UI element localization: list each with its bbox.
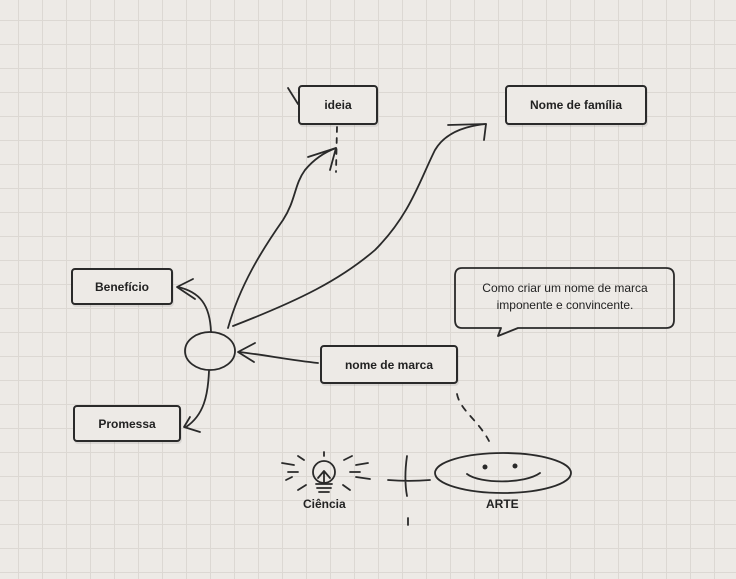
- node-nome-de-marca[interactable]: nome de marca: [320, 345, 458, 384]
- connector-to-promessa: [185, 370, 210, 428]
- node-promessa[interactable]: Promessa: [73, 405, 181, 442]
- arrowhead-promessa: [183, 416, 201, 433]
- node-nome-de-familia[interactable]: Nome de família: [505, 85, 647, 125]
- arrowhead-nome-de-marca: [237, 342, 256, 363]
- node-ideia-label: ideia: [324, 98, 352, 112]
- node-nome-de-marca-label: nome de marca: [344, 357, 434, 372]
- connector-to-beneficio: [177, 286, 212, 333]
- arrowhead-nome-de-familia: [447, 123, 487, 141]
- connector-to-nome-de-familia: [232, 123, 487, 327]
- callout-text: Como criar um nome de marca imponente e …: [482, 281, 648, 312]
- node-beneficio[interactable]: Benefício: [71, 268, 173, 305]
- label-ciencia: Ciência: [303, 497, 346, 511]
- lightbulb-icon: [281, 451, 371, 493]
- dashed-connector-to-arte: [456, 393, 490, 442]
- arrowhead-beneficio: [176, 278, 196, 300]
- node-ideia[interactable]: ideia: [298, 85, 378, 125]
- dashed-stem-ideia: [335, 126, 338, 173]
- label-arte: ARTE: [486, 497, 519, 511]
- node-nome-de-familia-label: Nome de família: [529, 98, 623, 112]
- callout-bubble: [454, 267, 675, 337]
- center-ellipse: [184, 331, 236, 371]
- arrowhead-ideia: [307, 147, 337, 171]
- smiley-face-icon: [434, 452, 572, 494]
- connector-from-nome-de-marca: [238, 351, 319, 364]
- node-beneficio-label: Benefício: [94, 279, 149, 294]
- plus-icon: [387, 455, 431, 497]
- node-promessa-label: Promessa: [98, 416, 156, 431]
- connector-to-ideia: [227, 147, 337, 329]
